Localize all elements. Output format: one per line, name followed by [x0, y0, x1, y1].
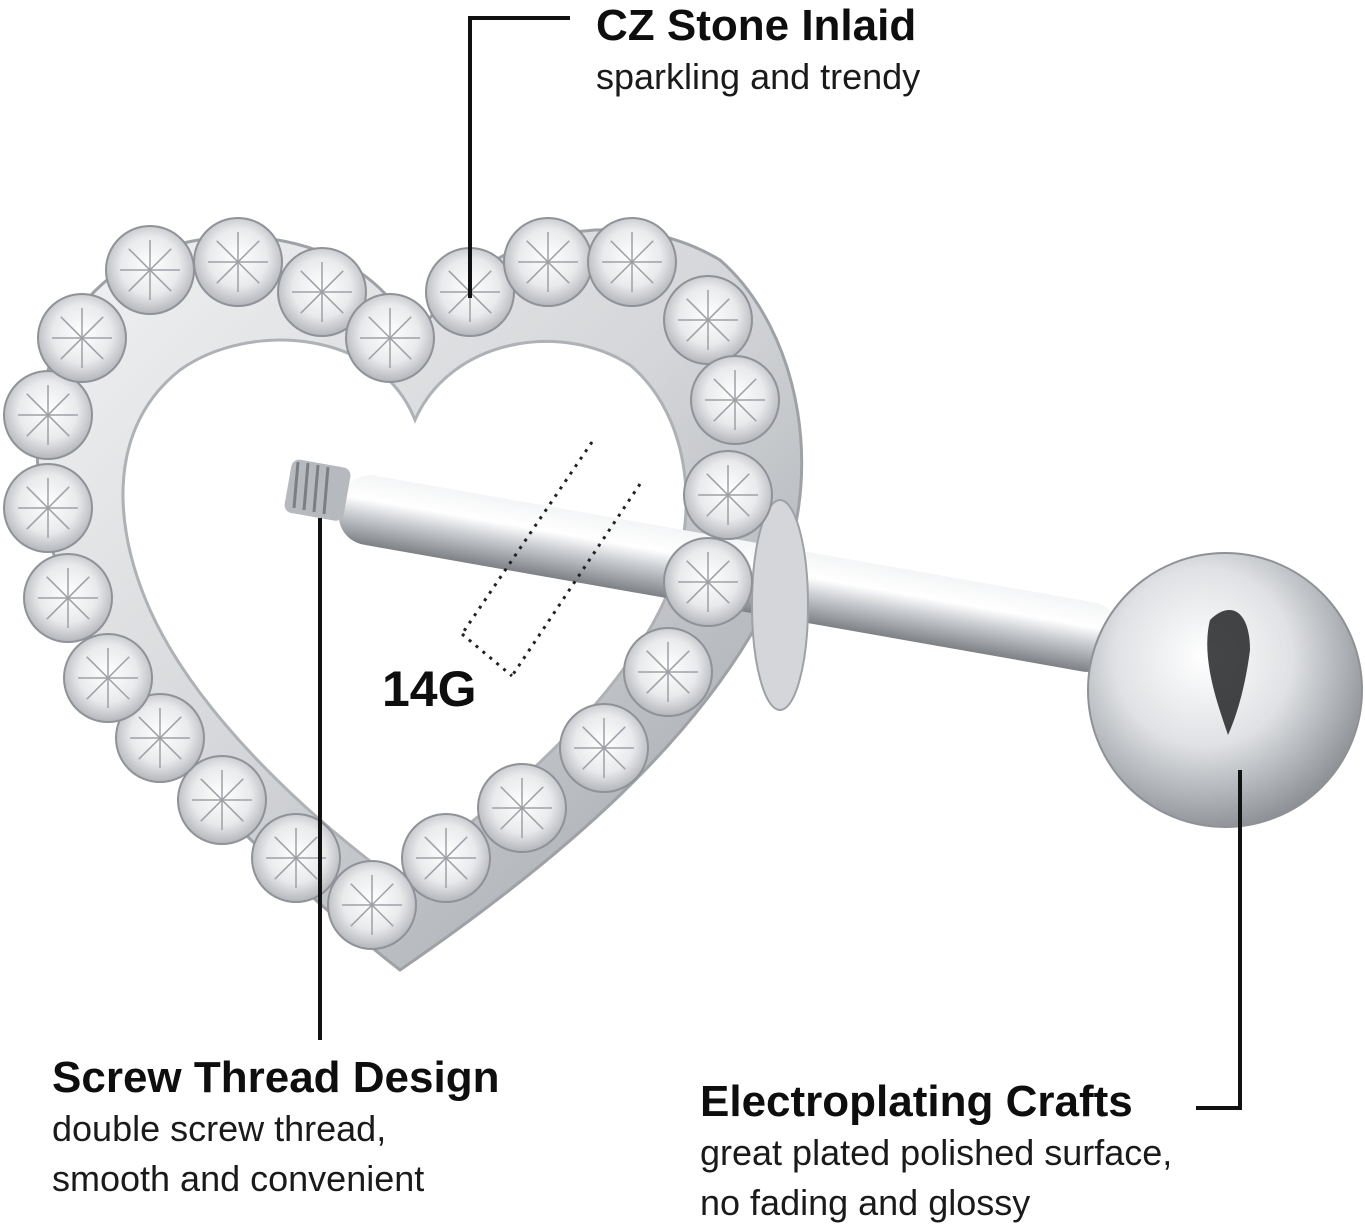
cz-stone-facet — [128, 248, 172, 292]
cz-stone-facet — [200, 778, 244, 822]
cz-title: CZ Stone Inlaid — [596, 1, 917, 50]
cz-stone-facet — [60, 316, 104, 360]
cz-stone-facet — [26, 486, 70, 530]
cz-stone-facet — [86, 656, 130, 700]
cz-stone-facet — [46, 576, 90, 620]
cz-stone-facet — [646, 650, 690, 694]
cz-description: sparkling and trendy — [596, 56, 921, 97]
screw-description-line1: double screw thread, — [52, 1108, 387, 1149]
cz-stone-facet — [26, 393, 70, 437]
cz-stone-facet — [274, 836, 318, 880]
screw-title: Screw Thread Design — [52, 1053, 500, 1102]
ball-highlight — [1207, 610, 1250, 735]
screw-callout: Screw Thread Design double screw thread,… — [52, 1052, 499, 1204]
cz-stone-facet — [526, 240, 570, 284]
cz-stone-facet — [706, 473, 750, 517]
cz-stone-facet — [138, 716, 182, 760]
cz-stone-facet — [686, 298, 730, 342]
cz-stone-facet — [424, 836, 468, 880]
cz-leader-line — [468, 16, 570, 298]
cz-stone-facet — [713, 378, 757, 422]
screw-description-line2: smooth and convenient — [52, 1158, 425, 1199]
cz-stones — [3, 217, 780, 950]
cz-stone-facet — [686, 560, 730, 604]
electro-description-line1: great plated polished surface, — [700, 1132, 1173, 1173]
screw-thread-tip — [284, 459, 351, 521]
bar-collar — [751, 499, 809, 711]
cz-stone-facet — [368, 316, 412, 360]
cz-stone-facet — [582, 726, 626, 770]
cz-stone-facet — [610, 240, 654, 284]
cz-stone-facet — [500, 786, 544, 830]
cz-callout: CZ Stone Inlaid sparkling and trendy — [596, 0, 920, 102]
electro-leader-line — [1196, 770, 1242, 1110]
cz-stone-facet — [216, 240, 260, 284]
electro-title: Electroplating Crafts — [700, 1077, 1133, 1126]
electro-callout: Electroplating Crafts great plated polis… — [700, 1076, 1172, 1228]
gauge-label: 14G — [382, 661, 477, 717]
electro-description-line2: no fading and glossy — [700, 1182, 1031, 1223]
gauge-indicator — [460, 441, 642, 678]
leader-lines — [318, 16, 1242, 1110]
cz-stone-facet — [300, 270, 344, 314]
cz-stone-facet — [350, 883, 394, 927]
